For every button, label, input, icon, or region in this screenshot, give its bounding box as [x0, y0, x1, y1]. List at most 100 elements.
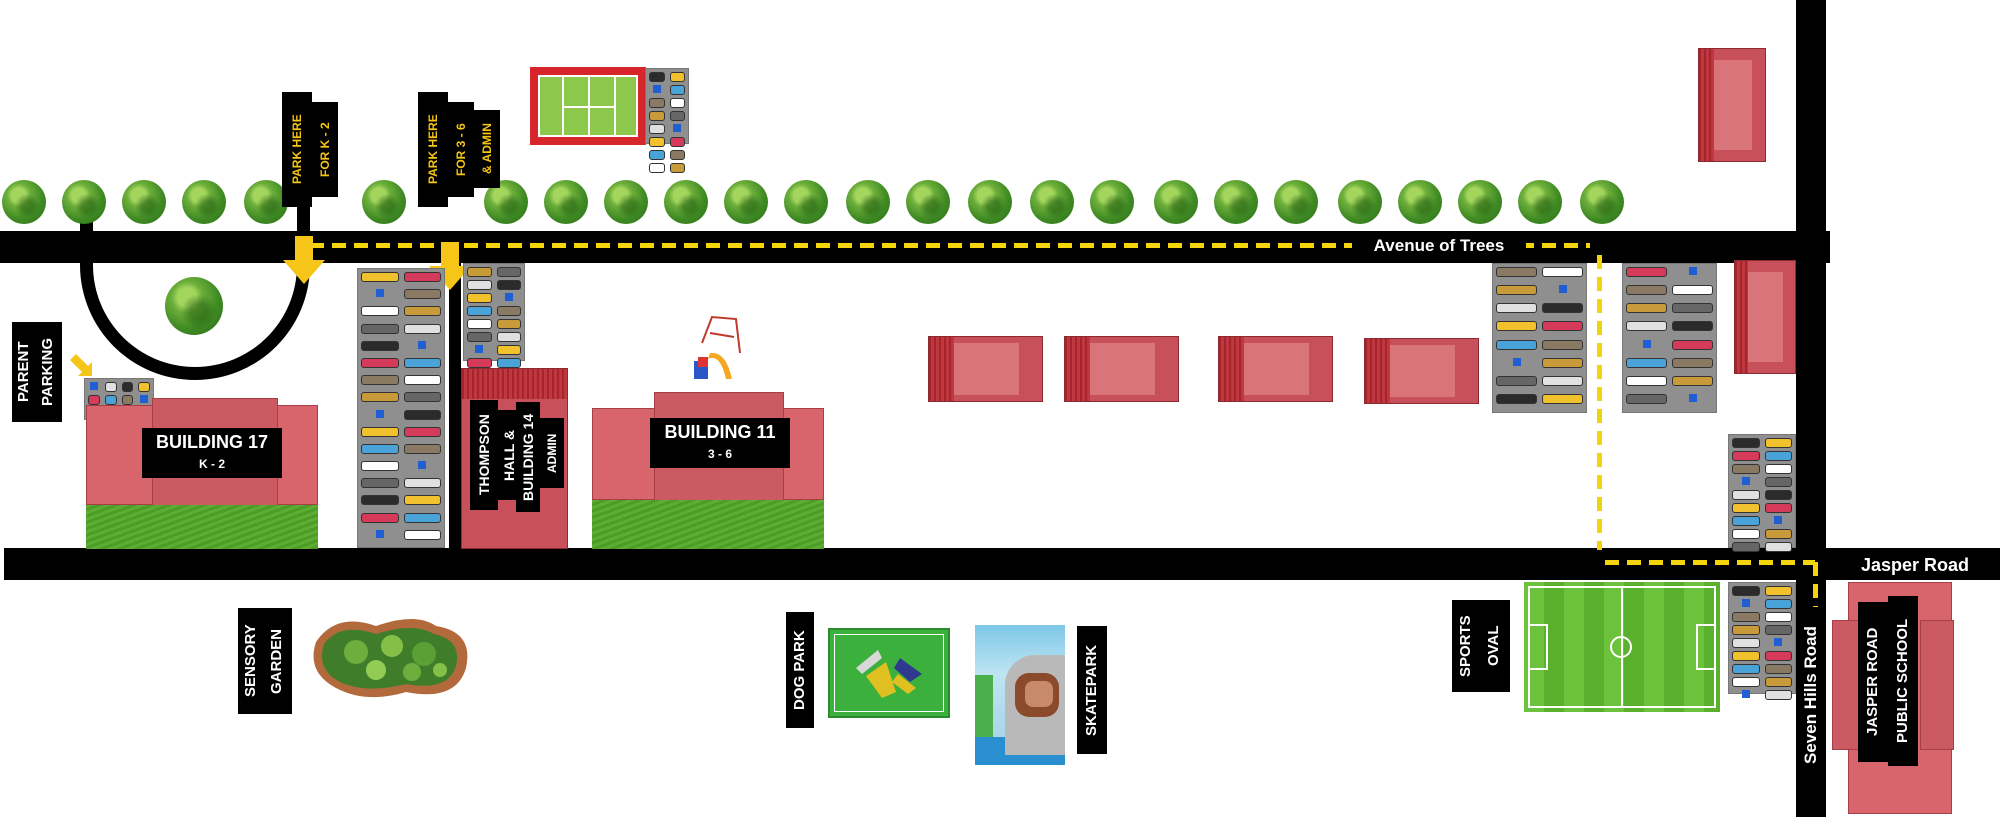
parent-parking-label: PARENT PARKING: [12, 322, 62, 422]
road-connector: [449, 263, 461, 548]
car-icon: [1542, 321, 1583, 332]
car-icon: [1732, 464, 1760, 474]
car-icon: [361, 478, 399, 489]
accessible-parking-icon: [1732, 690, 1760, 698]
building-11-label: BUILDING 11 3 - 6: [650, 418, 790, 468]
car-icon: [1626, 267, 1667, 277]
jasper-road-label: Jasper Road: [1860, 555, 1970, 575]
car-icon: [1764, 503, 1792, 513]
car-icon: [1672, 303, 1713, 314]
car-icon: [403, 409, 441, 420]
dog-park: [828, 628, 950, 718]
sports-oval-label: SPORTS OVAL: [1452, 600, 1510, 692]
accessible-parking-icon: [88, 382, 100, 390]
accessible-parking-icon: [497, 293, 522, 301]
tree-icon: [1338, 180, 1382, 224]
car-icon: [496, 332, 521, 342]
building-11-lawn: [592, 500, 824, 549]
accessible-parking-icon: [1765, 516, 1793, 524]
car-icon: [1732, 542, 1760, 552]
parking-lot-icon: [357, 268, 445, 548]
thompson-hall-label-1: THOMPSON: [470, 400, 498, 510]
car-icon: [403, 529, 441, 540]
accessible-parking-icon: [138, 395, 150, 403]
car-icon: [649, 163, 665, 173]
lower-road: [4, 548, 1830, 580]
accessible-parking-icon: [361, 529, 399, 538]
car-icon: [496, 280, 521, 290]
car-icon: [1732, 677, 1760, 687]
car-icon: [496, 319, 521, 329]
car-icon: [1732, 664, 1760, 674]
car-icon: [649, 124, 665, 134]
car-icon: [361, 272, 399, 282]
accessible-parking-icon: [1626, 339, 1667, 348]
accessible-parking-icon: [361, 289, 399, 298]
school-building-wing-2: [1920, 620, 1954, 750]
arrow-diagonal-icon: [70, 354, 92, 376]
tree-icon: [544, 180, 588, 224]
accessible-parking-icon: [404, 461, 442, 470]
car-icon: [1764, 542, 1792, 552]
car-icon: [361, 340, 399, 351]
car-icon: [649, 111, 665, 121]
building-17-lawn: [86, 505, 318, 549]
tree-icon: [2, 180, 46, 224]
car-icon: [1496, 375, 1537, 386]
jasper-road: [1826, 548, 2000, 580]
car-icon: [496, 306, 521, 316]
car-icon: [1672, 321, 1713, 332]
car-icon: [1732, 625, 1760, 635]
park-36-sign-3: & ADMIN: [474, 110, 500, 188]
tree-icon: [1154, 180, 1198, 224]
tree-icon: [165, 277, 223, 335]
car-icon: [403, 375, 441, 386]
tree-icon: [122, 180, 166, 224]
playground-icon: [694, 315, 741, 379]
car-icon: [1496, 321, 1537, 332]
car-icon: [1732, 651, 1760, 661]
car-icon: [669, 111, 685, 121]
car-icon: [1764, 529, 1792, 539]
car-icon: [1626, 375, 1667, 386]
car-icon: [361, 461, 399, 472]
car-icon: [1626, 393, 1667, 404]
car-icon: [669, 72, 685, 82]
car-icon: [1764, 464, 1792, 474]
car-icon: [467, 332, 492, 342]
car-icon: [1626, 285, 1667, 296]
seven-hills-road-label: Seven Hills Road: [1798, 610, 1824, 780]
skatepark-label: SKATEPARK: [1077, 626, 1107, 754]
tree-icon: [1274, 180, 1318, 224]
accessible-parking-icon: [361, 409, 399, 418]
accessible-parking-icon: [1672, 267, 1713, 275]
car-icon: [496, 267, 521, 277]
car-icon: [1732, 503, 1760, 513]
car-icon: [669, 150, 685, 160]
car-icon: [361, 306, 399, 317]
parking-lot-icon: [1728, 582, 1796, 700]
tree-icon: [1214, 180, 1258, 224]
parking-lot-icon: [1492, 263, 1587, 413]
car-icon: [403, 495, 441, 506]
car-icon: [1672, 285, 1713, 296]
car-icon: [467, 306, 492, 316]
car-icon: [361, 392, 399, 403]
car-icon: [467, 319, 492, 329]
car-icon: [1496, 267, 1537, 277]
tree-icon: [362, 180, 406, 224]
accessible-parking-icon: [1542, 285, 1583, 294]
car-icon: [1496, 339, 1537, 350]
tree-icon: [62, 180, 106, 224]
car-icon: [1542, 303, 1583, 314]
car-icon: [403, 426, 441, 437]
car-icon: [361, 495, 399, 506]
route-line-down: [1813, 562, 1818, 607]
accessible-parking-icon: [1765, 638, 1793, 646]
tree-icon: [1398, 180, 1442, 224]
park-36-sign-2: FOR 3 - 6: [448, 102, 474, 197]
parking-lot-icon: [645, 68, 689, 173]
car-icon: [121, 382, 134, 392]
car-icon: [361, 357, 399, 368]
parking-lot-icon: [463, 263, 525, 368]
